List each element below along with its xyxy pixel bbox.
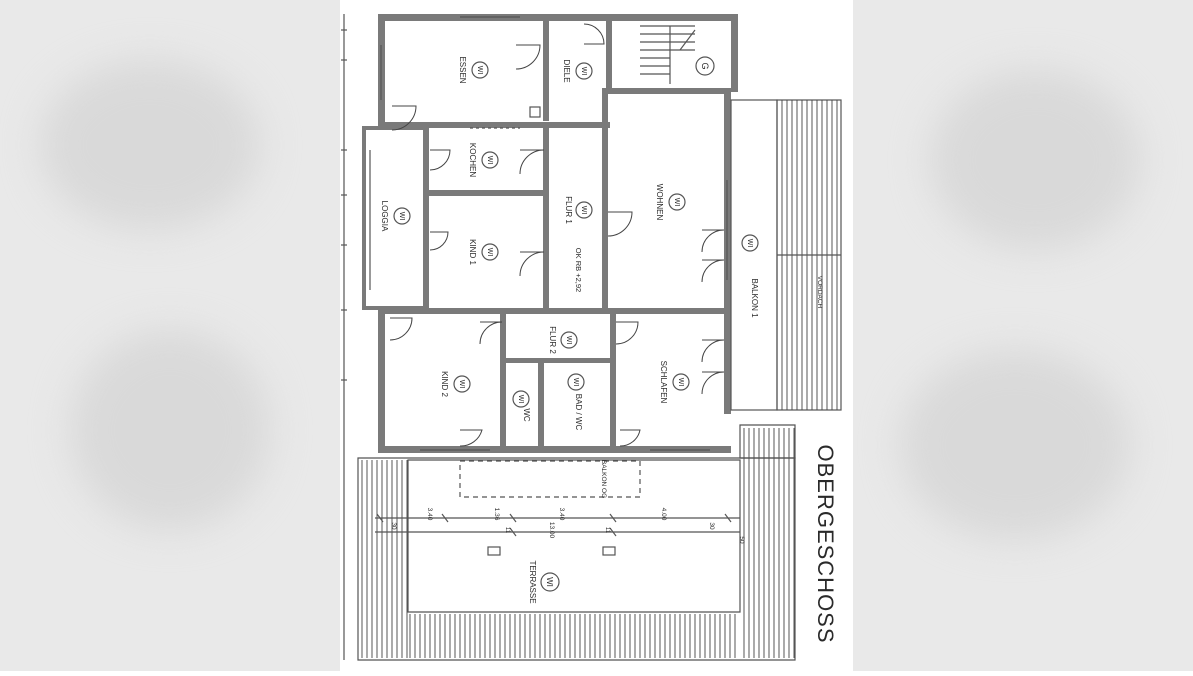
label-wohnen: WOHNEN [655, 184, 664, 221]
label-flur1: FLUR 1 [564, 196, 573, 224]
wall-kitchen-top [385, 122, 610, 128]
vordach-hatch [776, 99, 842, 411]
dim-text: 30 [390, 522, 397, 530]
wall-flur-left [543, 122, 549, 312]
wall-loggia-inner [423, 122, 429, 310]
zone-label: WI [476, 66, 483, 75]
floor-plan-sheet: ESSEN WI DIELE WI G KOCHEN WI LOGGIA WI … [340, 0, 853, 671]
dim-text: 1.36 [493, 508, 500, 521]
dim-text: 11 [504, 527, 510, 534]
zone-label: WI [458, 380, 465, 389]
wall-wohnen-left [602, 90, 608, 312]
dimension-lines [375, 513, 740, 537]
label-terrasse: TERRASSE [528, 560, 537, 603]
zone-label: WI [746, 239, 753, 248]
label-kind2: KIND 2 [440, 371, 449, 397]
label-kind1: KIND 1 [468, 239, 477, 265]
dim-text: 3.40 [558, 508, 565, 521]
balkon1-outline [730, 99, 778, 411]
label-balcony-og: BALKON OG [600, 460, 607, 498]
stairs [640, 25, 715, 84]
loggia-edge [362, 126, 366, 310]
zone-label: WI [398, 212, 405, 221]
level-note: OK RB +2,92 [574, 248, 583, 292]
dim-text: 11 [604, 527, 610, 534]
zone-label: WI [565, 336, 572, 345]
interior-walls [362, 21, 731, 446]
label-vordach: VORDACH [816, 276, 823, 309]
label-balkon1: BALKON 1 [750, 278, 759, 318]
zone-label: WI [545, 577, 554, 587]
zone-label: WI [486, 156, 493, 165]
background-blob [40, 60, 260, 230]
zone-label: WI [580, 67, 587, 76]
wall-bottom [378, 446, 731, 453]
label-flur2: FLUR 2 [548, 326, 557, 354]
roof-hatch [357, 428, 796, 661]
loggia-bottom [362, 306, 426, 310]
background-blob [900, 350, 1130, 540]
label-essen: ESSEN [458, 56, 467, 83]
wall-right-upper [731, 14, 738, 92]
dim-text: 3.40 [426, 508, 433, 521]
background-blob [70, 330, 270, 530]
dim-text: 50 [738, 536, 745, 544]
zone-label: WI [580, 206, 587, 215]
zone-label: WI [486, 248, 493, 257]
balcony-og-outline [459, 460, 641, 498]
zone-label: WI [673, 198, 680, 207]
wall-stair-left [606, 21, 612, 93]
dim-text: 13.00 [548, 522, 555, 539]
background-blob [930, 70, 1140, 250]
windows [369, 16, 728, 451]
room-labels: ESSEN WI DIELE WI G KOCHEN WI LOGGIA WI … [380, 56, 823, 603]
floor-plan: ESSEN WI DIELE WI G KOCHEN WI LOGGIA WI … [341, 14, 842, 661]
outer-walls [378, 14, 738, 453]
doors [389, 23, 725, 447]
roof-corner [739, 424, 796, 459]
wall-wohnen-top [602, 88, 731, 94]
terrace-marker-right [602, 546, 616, 556]
wall-left-lower [378, 310, 385, 453]
label-stair: G [700, 62, 710, 69]
wall-schlafen-left [610, 314, 616, 446]
wall-wc-right [538, 362, 544, 446]
zone-markers [393, 61, 759, 592]
zone-label: WI [517, 395, 524, 404]
wall-mid [385, 308, 731, 314]
wall-kind2-right [500, 314, 506, 446]
zone-label: WI [572, 378, 579, 387]
dimension-labels: 3.40 1.36 3.40 4.00 30 30 13.00 11 11 50 [390, 508, 745, 544]
wall-kochen-bottom [423, 190, 545, 196]
zone-label: WI [677, 378, 684, 387]
wall-essen-right [543, 21, 549, 121]
label-loggia: LOGGIA [380, 201, 389, 232]
loggia-top [362, 126, 426, 130]
dim-text: 30 [708, 522, 715, 530]
kitchen-unit [529, 106, 541, 118]
label-diele: DIELE [562, 59, 571, 82]
label-schlafen: SCHLAFEN [659, 361, 668, 404]
dim-text: 4.00 [660, 508, 667, 521]
terrace-marker-left [487, 546, 501, 556]
label-wc: WC [522, 408, 531, 422]
label-bad: BAD / WC [574, 394, 583, 431]
edge-ticks [341, 14, 347, 660]
plan-title: OBERGESCHOSS [813, 444, 838, 643]
wall-top [378, 14, 738, 21]
wall-flur2-bottom [506, 358, 610, 363]
label-kochen: KOCHEN [468, 143, 477, 177]
